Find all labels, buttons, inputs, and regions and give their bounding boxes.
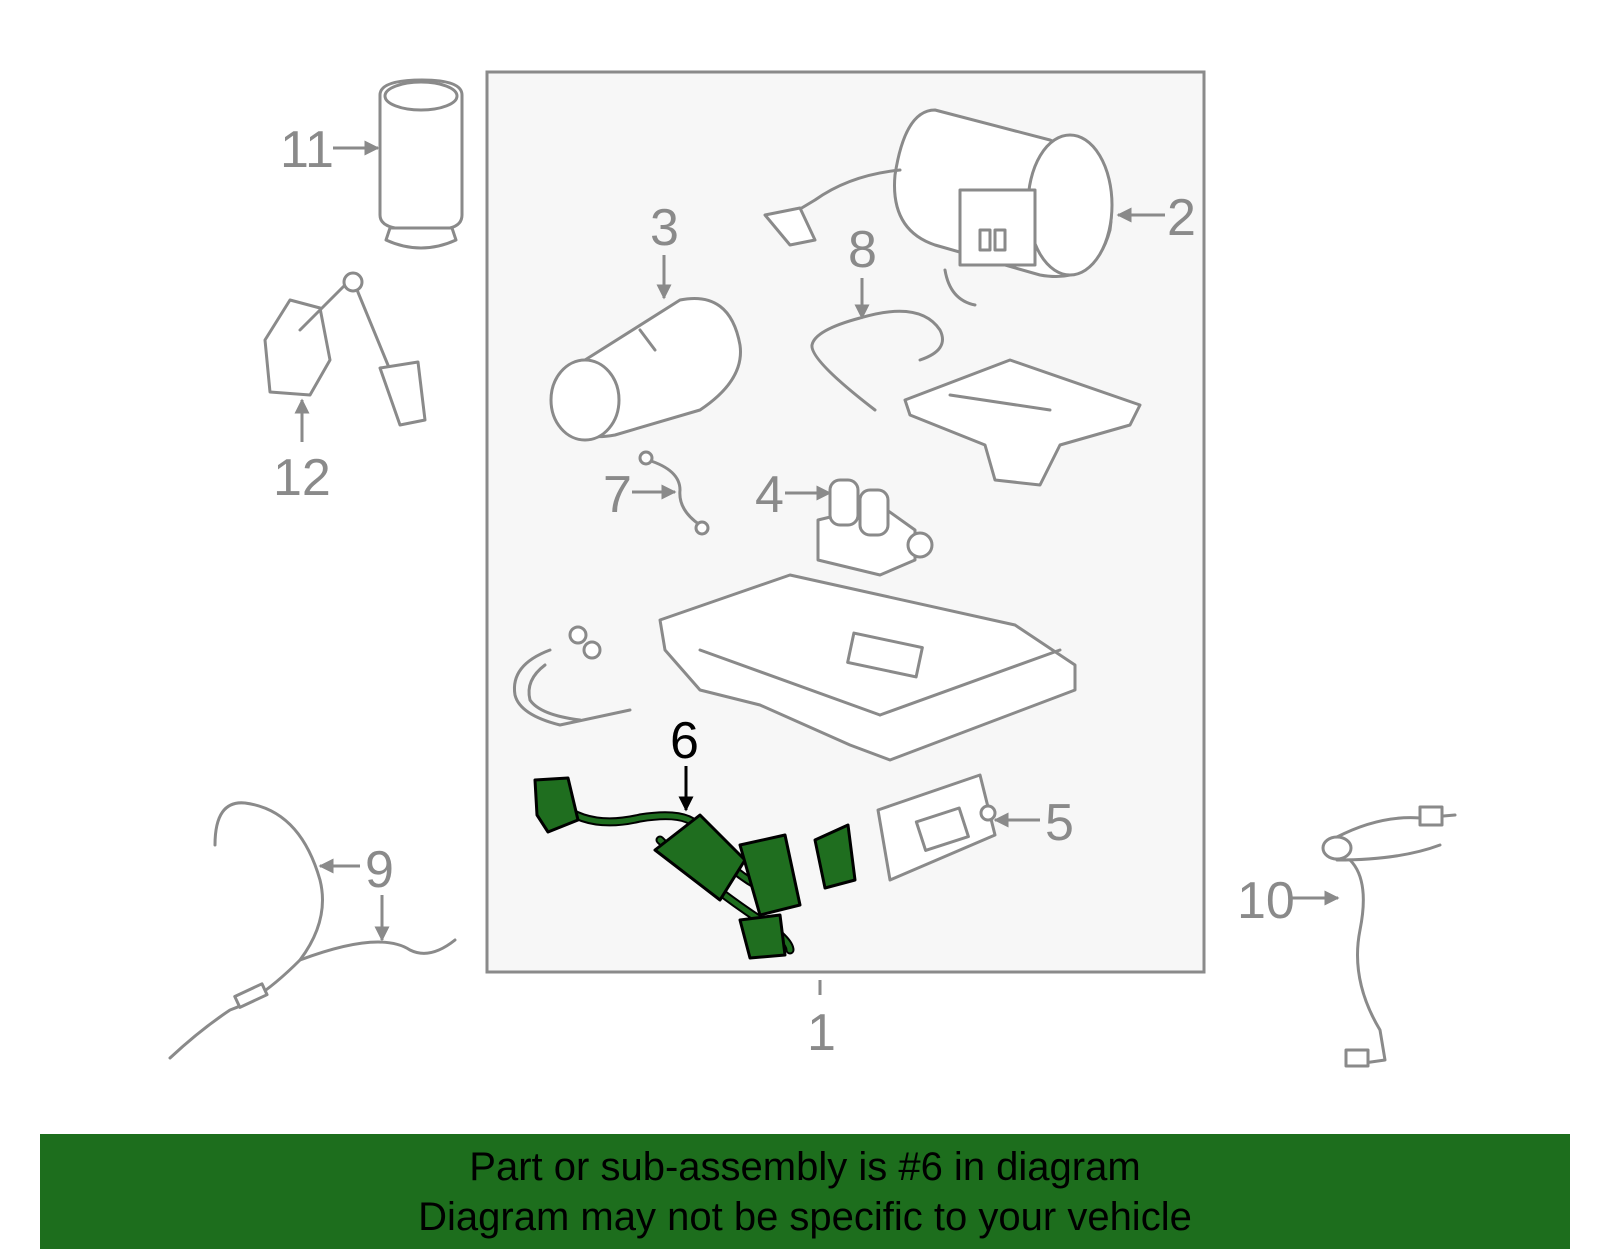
- info-banner: Part or sub-assembly is #6 in diagram Di…: [40, 1134, 1570, 1249]
- banner-line-1: Part or sub-assembly is #6 in diagram: [469, 1144, 1141, 1189]
- part-6-wiring-harness[interactable]: [533, 776, 857, 960]
- part-12-height-sensor[interactable]: [263, 271, 427, 427]
- part-3-dryer[interactable]: [549, 297, 742, 442]
- callout-8: 8: [848, 221, 877, 279]
- callout-11: 11: [280, 121, 334, 179]
- part-7-hose[interactable]: [638, 450, 710, 536]
- part-2-compressor[interactable]: [763, 108, 1114, 307]
- part-9-harness[interactable]: [168, 801, 457, 1060]
- part-4-valve-block[interactable]: [816, 478, 934, 577]
- part-5-control-module[interactable]: [876, 773, 997, 882]
- callout-4: 4: [755, 466, 784, 524]
- callout-9: 9: [365, 841, 394, 899]
- mounting-tray: [658, 573, 1077, 762]
- callout-1: 1: [807, 1004, 836, 1062]
- callout-5: 5: [1045, 794, 1074, 852]
- callout-3: 3: [650, 199, 679, 257]
- part-11-air-spring[interactable]: [378, 78, 464, 250]
- callout-6: 6: [670, 712, 699, 770]
- callout-10: 10: [1237, 872, 1295, 930]
- callout-12: 12: [273, 449, 331, 507]
- banner-line-2: Diagram may not be specific to your vehi…: [418, 1194, 1192, 1239]
- part-10-harness[interactable]: [1321, 805, 1457, 1068]
- tube-set: [512, 625, 632, 727]
- callout-2: 2: [1167, 189, 1196, 247]
- callout-7: 7: [603, 466, 632, 524]
